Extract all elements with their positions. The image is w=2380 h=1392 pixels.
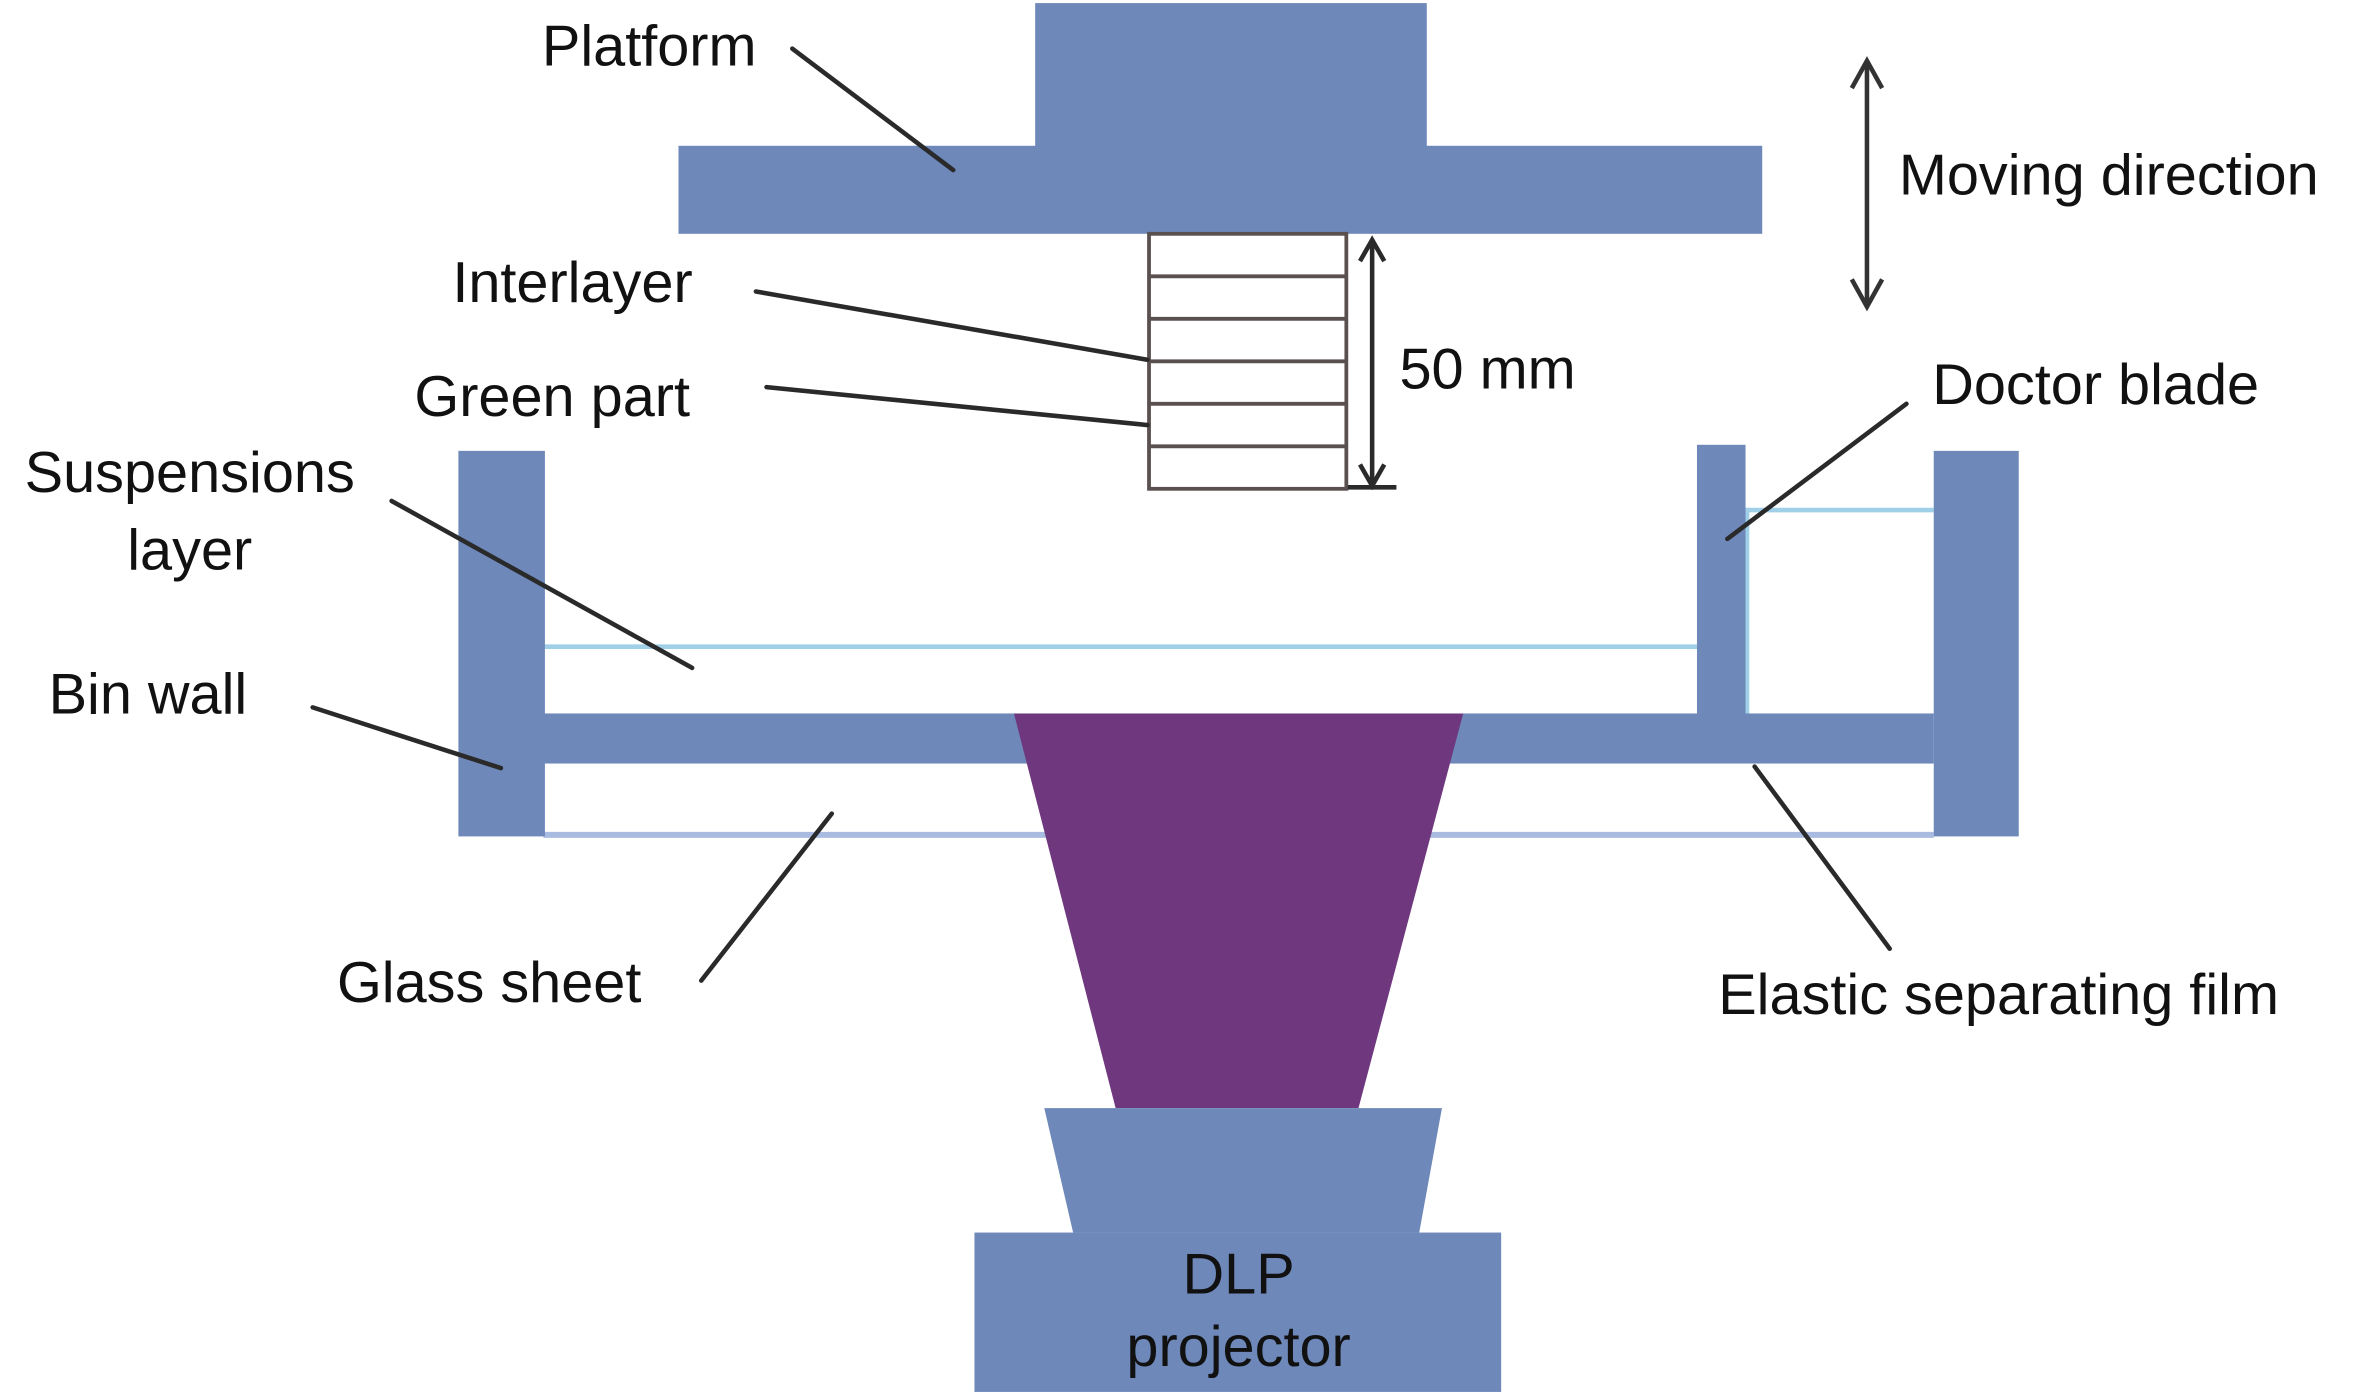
leader-platform	[790, 46, 956, 173]
label-doctor-blade: Doctor blade	[1932, 353, 2259, 417]
label-suspensions-2: layer	[127, 518, 252, 582]
dimension-arrow	[1347, 235, 1397, 491]
leader-bin-wall	[310, 705, 504, 771]
leader-interlayer	[753, 289, 1150, 363]
label-interlayer: Interlayer	[452, 251, 692, 315]
label-projector-2: projector	[1126, 1315, 1350, 1379]
green-part-stack	[1147, 231, 1349, 491]
label-elastic-film: Elastic separating film	[1718, 963, 2279, 1027]
label-moving-direction: Moving direction	[1899, 143, 2319, 207]
leader-suspensions	[389, 498, 695, 671]
moving-direction-arrow-icon	[1849, 56, 1885, 312]
label-suspensions-1: Suspensions	[25, 441, 355, 505]
projector-body	[974, 1232, 1502, 1392]
leader-doctor-blade	[1725, 401, 1909, 542]
bin-wall-left	[458, 450, 545, 837]
label-green-part: Green part	[414, 365, 690, 429]
label-bin-wall: Bin wall	[49, 662, 248, 726]
platform-top-block	[1035, 3, 1427, 149]
label-glass-sheet: Glass sheet	[337, 951, 641, 1015]
platform-plate	[678, 145, 1763, 234]
leader-glass-sheet	[698, 811, 835, 983]
label-platform: Platform	[542, 14, 757, 78]
leader-green-part	[764, 384, 1150, 428]
projector-lens	[1044, 1108, 1442, 1233]
leader-elastic-film	[1752, 764, 1893, 951]
label-dimension: 50 mm	[1399, 338, 1575, 402]
light-beam	[1013, 713, 1464, 1109]
label-projector-1: DLP	[1182, 1242, 1294, 1306]
bin-wall-right	[1933, 450, 2019, 837]
doctor-blade	[1696, 444, 1746, 715]
